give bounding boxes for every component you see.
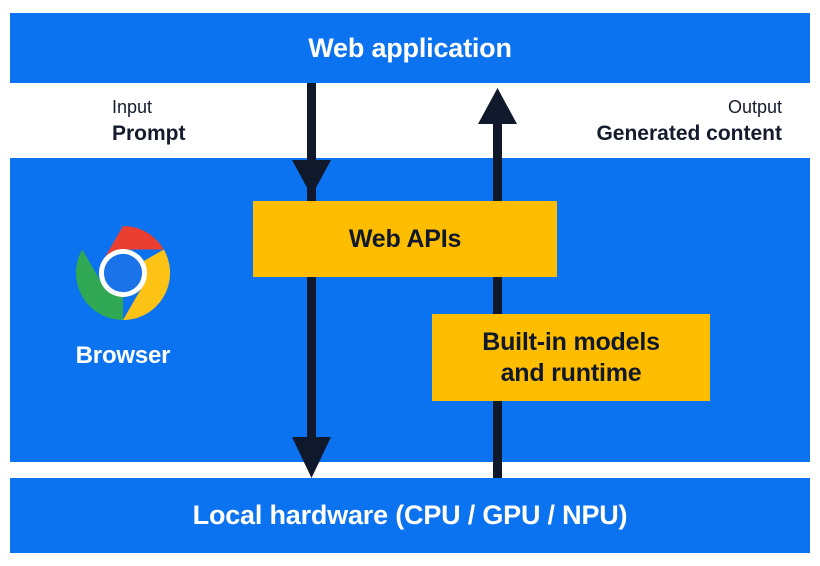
box-builtin-models-label: Built-in models and runtime xyxy=(482,328,660,387)
band-local-hardware: Local hardware (CPU / GPU / NPU) xyxy=(10,478,810,553)
chrome-logo-icon xyxy=(75,225,171,321)
flow-output-value: Generated content xyxy=(596,121,782,145)
band-browser-label: Browser xyxy=(75,342,171,369)
band-local-hardware-label: Local hardware (CPU / GPU / NPU) xyxy=(192,500,628,530)
box-web-apis-label: Web APIs xyxy=(348,224,462,253)
flow-annotation-input: Input Prompt xyxy=(112,97,186,147)
browser-block: Browser xyxy=(52,224,194,370)
flow-output-kind: Output xyxy=(727,97,782,117)
band-web-application-label: Web application xyxy=(308,32,512,63)
box-web-apis: Web APIs xyxy=(253,201,557,277)
flow-annotation-output: Output Generated content xyxy=(596,97,782,147)
box-builtin-models: Built-in models and runtime xyxy=(432,314,710,401)
flow-input-kind: Input xyxy=(112,97,153,117)
band-web-application: Web application xyxy=(10,13,810,83)
flow-input-value: Prompt xyxy=(112,121,186,145)
